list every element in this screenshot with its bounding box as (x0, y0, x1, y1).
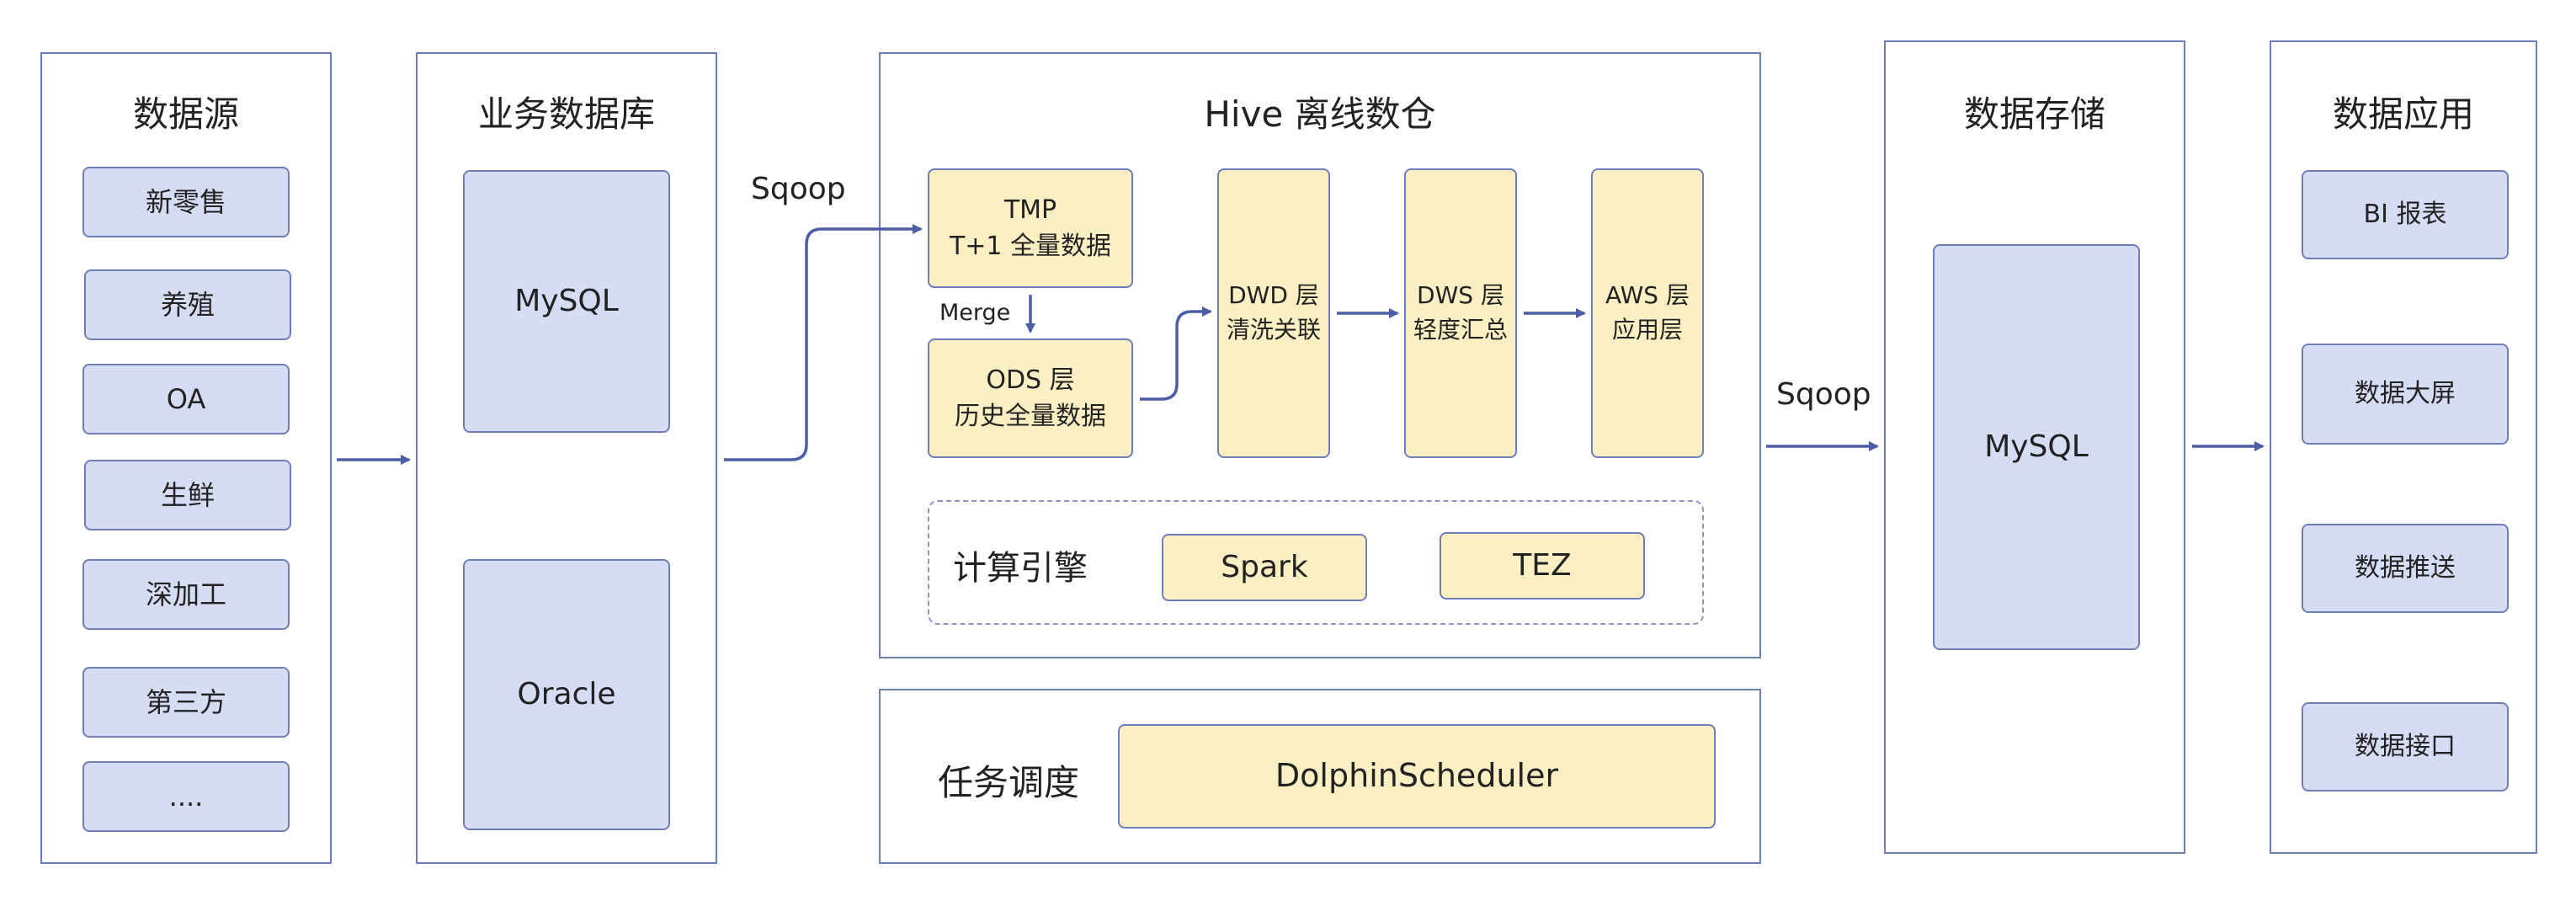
merge-label: Merge (939, 300, 1011, 326)
dwd-layer-box[interactable]: DWD 层 清洗关联 (1217, 168, 1330, 458)
spark-engine-box[interactable]: Spark (1162, 534, 1367, 601)
data-source-title: 数据源 (132, 93, 239, 135)
app-bi-report[interactable]: BI 报表 (2302, 170, 2509, 259)
sqoop-out-label: Sqoop (1776, 377, 1871, 412)
business-db-oracle[interactable]: Oracle (463, 559, 670, 830)
source-item-deep-processing[interactable]: 深加工 (82, 559, 290, 630)
source-item-fresh[interactable]: 生鲜 (84, 460, 291, 530)
compute-engine-group (928, 500, 1704, 625)
hive-warehouse-title: Hive 离线数仓 (1204, 93, 1436, 135)
source-item-third-party[interactable]: 第三方 (82, 667, 290, 738)
sqoop-in-label: Sqoop (751, 172, 846, 206)
aws-layer-box[interactable]: AWS 层 应用层 (1591, 168, 1704, 458)
arrow-db-to-tmp (724, 224, 923, 461)
dolphinscheduler-box[interactable]: DolphinScheduler (1118, 724, 1716, 829)
task-scheduler-label: 任务调度 (938, 762, 1080, 803)
arrow-ods-to-dwd (1140, 306, 1212, 401)
data-application-title: 数据应用 (2332, 93, 2474, 135)
app-data-dashboard[interactable]: 数据大屏 (2302, 344, 2509, 445)
app-data-push[interactable]: 数据推送 (2302, 524, 2509, 613)
compute-engine-label: 计算引擎 (953, 549, 1088, 588)
dws-layer-box[interactable]: DWS 层 轻度汇总 (1404, 168, 1517, 458)
tez-engine-box[interactable]: TEZ (1440, 532, 1645, 600)
source-item-farming[interactable]: 养殖 (84, 269, 291, 340)
ods-layer-box[interactable]: ODS 层 历史全量数据 (928, 338, 1133, 458)
source-item-oa[interactable]: OA (82, 364, 290, 434)
business-db-mysql[interactable]: MySQL (463, 170, 670, 433)
business-db-title: 业务数据库 (477, 93, 655, 135)
storage-mysql[interactable]: MySQL (1933, 244, 2140, 650)
source-item-more[interactable]: .... (82, 761, 290, 832)
source-item-new-retail[interactable]: 新零售 (82, 167, 290, 237)
app-data-interface[interactable]: 数据接口 (2302, 702, 2509, 791)
tmp-layer-box[interactable]: TMP T+1 全量数据 (928, 168, 1133, 288)
data-storage-title: 数据存储 (1963, 93, 2105, 135)
